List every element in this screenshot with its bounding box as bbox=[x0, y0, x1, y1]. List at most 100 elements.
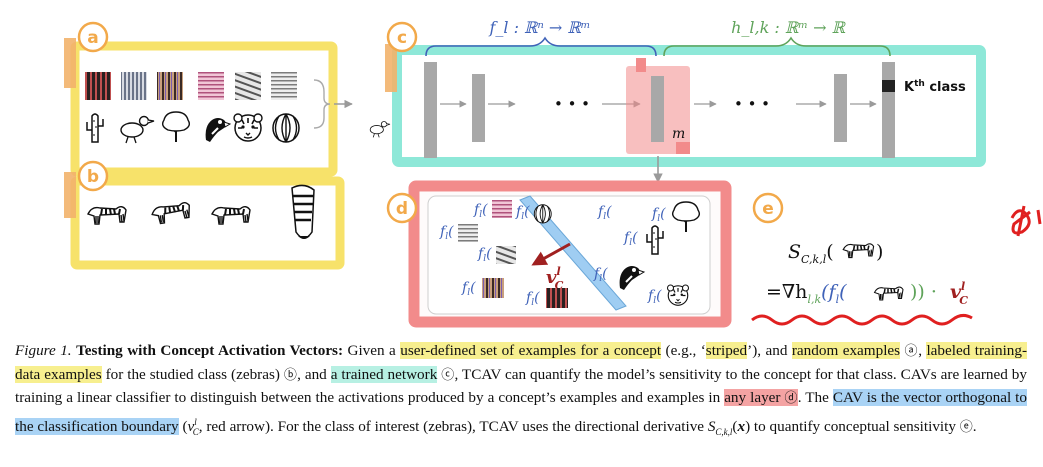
activation-label: fl( bbox=[651, 206, 666, 224]
activation-label: fl( bbox=[647, 288, 662, 306]
f-function-label: f_l : ℝⁿ → ℝᵐ bbox=[488, 18, 590, 37]
kth-class-unit bbox=[882, 80, 895, 92]
striped-texture-icon bbox=[121, 72, 147, 100]
caption-text: , red arrow). For the class of interest … bbox=[198, 417, 708, 435]
h-function-label: h_l,k : ℝᵐ → ℝ bbox=[731, 18, 846, 37]
striped-texture-icon bbox=[492, 200, 512, 218]
kth-class-label: Kth class bbox=[904, 79, 966, 95]
panel-d-frame bbox=[408, 180, 732, 328]
red-squiggle-underline bbox=[751, 313, 973, 326]
panel-e-label: e bbox=[762, 199, 774, 219]
h-brace bbox=[663, 36, 891, 57]
zebra-icon bbox=[211, 205, 251, 225]
panel-d-label: d bbox=[396, 199, 408, 219]
zebra-icon bbox=[873, 286, 904, 301]
panel-c-badge bbox=[386, 21, 418, 53]
caption-text: Given a bbox=[343, 342, 401, 359]
tcav-derivative: =∇hl,k(fl( bbox=[766, 281, 847, 306]
ellipsis: • • • bbox=[554, 95, 590, 113]
caption-text: , TCAV can quantify the model’s sensitiv… bbox=[15, 365, 1027, 407]
striped-texture-icon bbox=[546, 288, 568, 308]
bird-icon bbox=[120, 115, 155, 144]
panel-ref-a: ⓐ bbox=[904, 344, 919, 359]
highlight-concept-set: user-defined set of examples for a conce… bbox=[400, 342, 662, 359]
cav-symbol: vlC bbox=[187, 416, 199, 437]
brace bbox=[313, 79, 331, 129]
parrot-icon bbox=[204, 117, 231, 143]
figure-caption: Figure 1. Testing with Concept Activatio… bbox=[15, 342, 1028, 437]
watermelon-icon bbox=[533, 204, 552, 224]
panel-b-badge bbox=[77, 160, 109, 192]
highlight-trained-network: a trained network bbox=[330, 365, 438, 383]
zebra-icon bbox=[150, 201, 193, 226]
caption-text: (e.g., ‘ bbox=[661, 342, 706, 359]
striped-texture-icon bbox=[496, 246, 516, 264]
tcav-figure: a b c f_l : ℝⁿ → ℝ bbox=[64, 18, 1042, 328]
striped-texture-icon bbox=[458, 224, 478, 242]
activation-label: fl( bbox=[461, 280, 476, 298]
panel-b-frame bbox=[70, 176, 345, 270]
panel-b: b bbox=[64, 160, 345, 270]
cactus-icon bbox=[86, 113, 104, 143]
panel-a-badge bbox=[77, 21, 109, 53]
panel-c-label: c bbox=[397, 28, 407, 48]
activation-label: fl( bbox=[515, 204, 530, 222]
zebra-icon bbox=[291, 184, 315, 239]
tiger-icon bbox=[233, 113, 263, 142]
striped-texture-icon bbox=[271, 72, 297, 100]
striped-texture-icon bbox=[157, 72, 183, 100]
striped-texture-icon bbox=[198, 72, 224, 100]
tree-icon bbox=[161, 111, 191, 143]
tcav-symbol: SC,k,l bbox=[707, 417, 733, 437]
panel-e-badge bbox=[752, 192, 784, 224]
panel-c: c f_l : ℝⁿ → ℝᵐ h_l,k : ℝᵐ → ℝ • • • m •… bbox=[385, 18, 986, 183]
panel-a-frame bbox=[70, 41, 338, 177]
zebra-icon bbox=[842, 242, 875, 259]
panel-b-label: b bbox=[87, 167, 99, 187]
svg-text:): ) bbox=[876, 241, 883, 263]
tcav-close: )) · bbox=[910, 281, 937, 303]
panel-d-badge bbox=[386, 192, 418, 224]
hidden-layer bbox=[472, 74, 485, 142]
cav-arrow bbox=[531, 242, 571, 266]
activation-label: fl( bbox=[525, 290, 540, 308]
caption-text: ) to quantify conceptual sensitivity bbox=[745, 417, 960, 435]
tcav-score-symbol: SC,k,l( bbox=[788, 241, 834, 266]
classification-boundary bbox=[519, 195, 627, 311]
watermelon-icon bbox=[272, 113, 300, 143]
layer-l bbox=[651, 76, 664, 142]
caption-text: for the studied class (zebras) bbox=[101, 365, 284, 383]
activation-label: fl( bbox=[439, 224, 454, 242]
x-symbol: x bbox=[737, 417, 746, 435]
figure-label: Figure 1. bbox=[15, 342, 72, 359]
panel-ref-e: ⓔ bbox=[959, 419, 973, 435]
activation-label: fl( bbox=[593, 266, 608, 284]
zebra-icon bbox=[87, 205, 127, 225]
striped-texture-icon bbox=[482, 278, 504, 298]
panel-ref-b: ⓑ bbox=[283, 367, 298, 383]
panel-c-frame bbox=[392, 45, 986, 167]
input-layer bbox=[424, 62, 437, 158]
bird-icon bbox=[369, 121, 391, 138]
activation-label: fl( bbox=[473, 202, 488, 220]
activation-label: fl( bbox=[623, 230, 638, 248]
caption-text: . The bbox=[797, 389, 833, 406]
caption-text: , bbox=[918, 342, 927, 359]
ellipsis: • • • bbox=[734, 95, 770, 113]
caption-title: Testing with Concept Activation Vectors: bbox=[76, 342, 344, 359]
tiger-icon bbox=[666, 284, 690, 306]
hidden-layer bbox=[834, 74, 847, 142]
striped-texture-icon bbox=[235, 72, 261, 100]
caption-text: ’), and bbox=[747, 342, 792, 359]
panel-a-label: a bbox=[87, 28, 98, 48]
caption-text: ( bbox=[178, 417, 188, 435]
highlight-random-examples: random examples bbox=[791, 342, 901, 359]
caption-text: , and bbox=[297, 365, 331, 383]
output-layer bbox=[882, 62, 895, 158]
layer-dim-label: m bbox=[672, 126, 685, 142]
f-brace bbox=[425, 36, 657, 57]
